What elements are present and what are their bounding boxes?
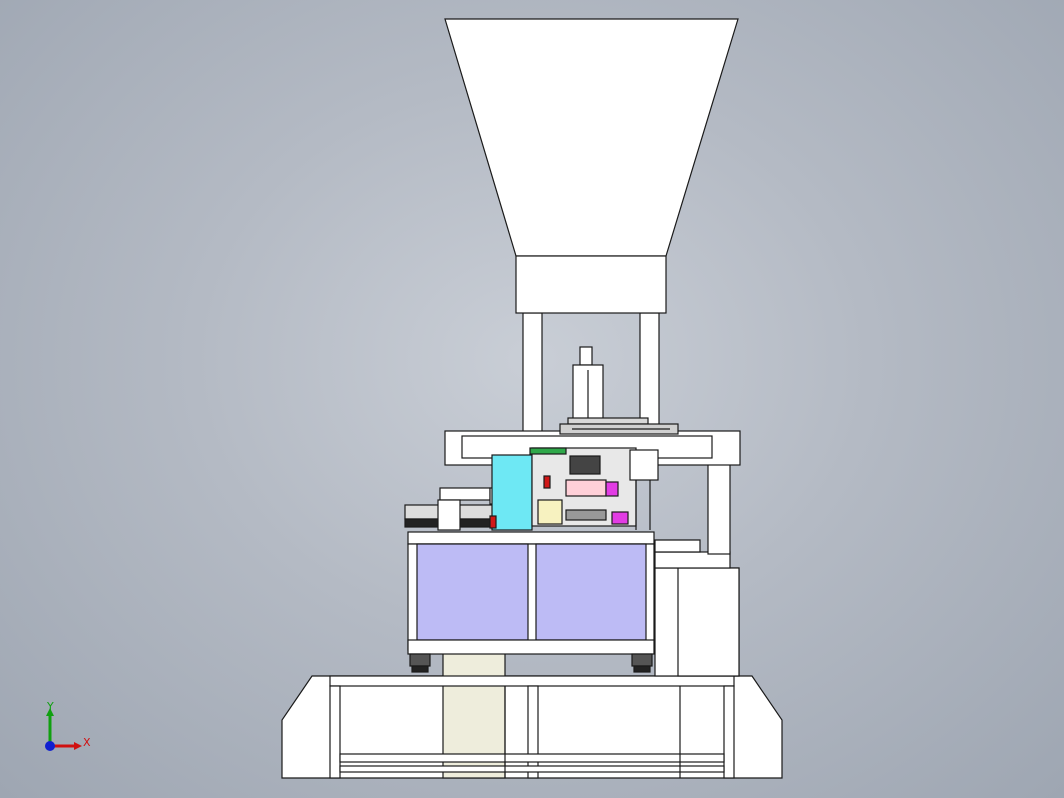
inner-mechanism: [489, 447, 659, 530]
hopper: [444, 18, 739, 314]
right-column: [707, 461, 731, 555]
vertical-actuator: [559, 346, 679, 435]
post-left: [522, 312, 543, 434]
cabinet-door-left: [416, 543, 529, 641]
yellow-part: [537, 499, 563, 525]
red-part: [543, 475, 551, 489]
cabinet-door-right: [535, 543, 647, 641]
triad-axes: [45, 708, 82, 751]
cyan-block: [491, 454, 533, 531]
magenta-part: [605, 481, 619, 497]
z-axis-dot: [45, 741, 55, 751]
post-right: [639, 312, 660, 434]
side-cabinet: [654, 539, 740, 677]
orientation-triad[interactable]: X Y: [36, 700, 106, 760]
y-axis-label: Y: [47, 700, 54, 713]
green-part: [529, 447, 567, 455]
left-conveyor: [404, 487, 503, 531]
x-axis-label: X: [83, 736, 91, 749]
base-frame: [281, 649, 783, 779]
main-table: [407, 531, 655, 673]
